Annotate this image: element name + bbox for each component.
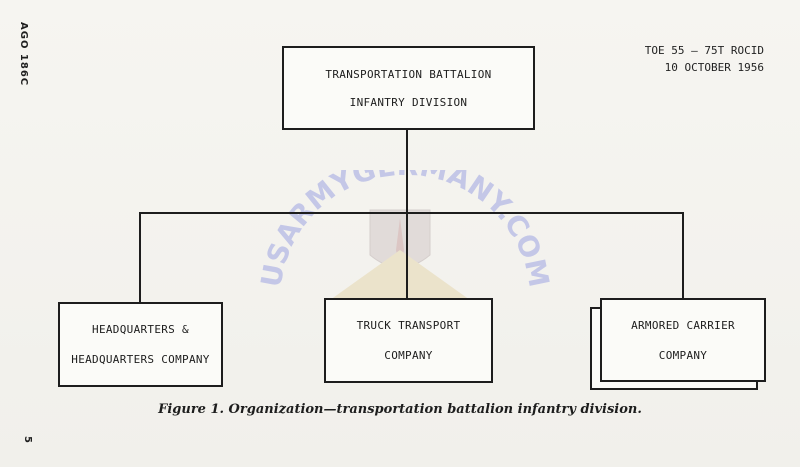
armored-line2: COMPANY (658, 348, 708, 362)
hq-line2: HEADQUARTERS COMPANY (71, 353, 210, 367)
connector-armored (682, 212, 684, 299)
battalion-subtitle: INFANTRY DIVISION (349, 95, 468, 109)
hq-company-box: HEADQUARTERS & HEADQUARTERS COMPANY (58, 302, 223, 387)
truck-line2: COMPANY (384, 349, 433, 363)
truck-company-box: TRUCK TRANSPORT COMPANY (324, 298, 493, 383)
toe-number: TOE 55 – 75T ROCID (644, 44, 764, 57)
trunk-line (406, 130, 408, 214)
toe-reference: TOE 55 – 75T ROCID 10 OCTOBER 1956 (645, 42, 764, 76)
battalion-title: TRANSPORTATION BATTALION (325, 67, 492, 81)
hq-line1: HEADQUARTERS & (92, 322, 189, 336)
connector-hq (139, 212, 141, 302)
triangle-icon (330, 250, 470, 300)
shield-icon (369, 209, 431, 268)
horizontal-bus (139, 212, 684, 214)
ago-label: AGO 186C (18, 22, 29, 87)
armored-company-box: ARMORED CARRIER COMPANY (600, 298, 766, 382)
sword-icon (396, 218, 404, 272)
armored-line1: ARMORED CARRIER (631, 318, 735, 332)
figure-caption: Figure 1. Organization—transportation ba… (158, 402, 642, 417)
toe-date: 10 OCTOBER 1956 (664, 61, 764, 74)
page-number: 5 (22, 436, 33, 443)
truck-line1: TRUCK TRANSPORT (356, 318, 461, 332)
battalion-box: TRANSPORTATION BATTALION INFANTRY DIVISI… (282, 46, 535, 130)
connector-truck (406, 212, 408, 298)
